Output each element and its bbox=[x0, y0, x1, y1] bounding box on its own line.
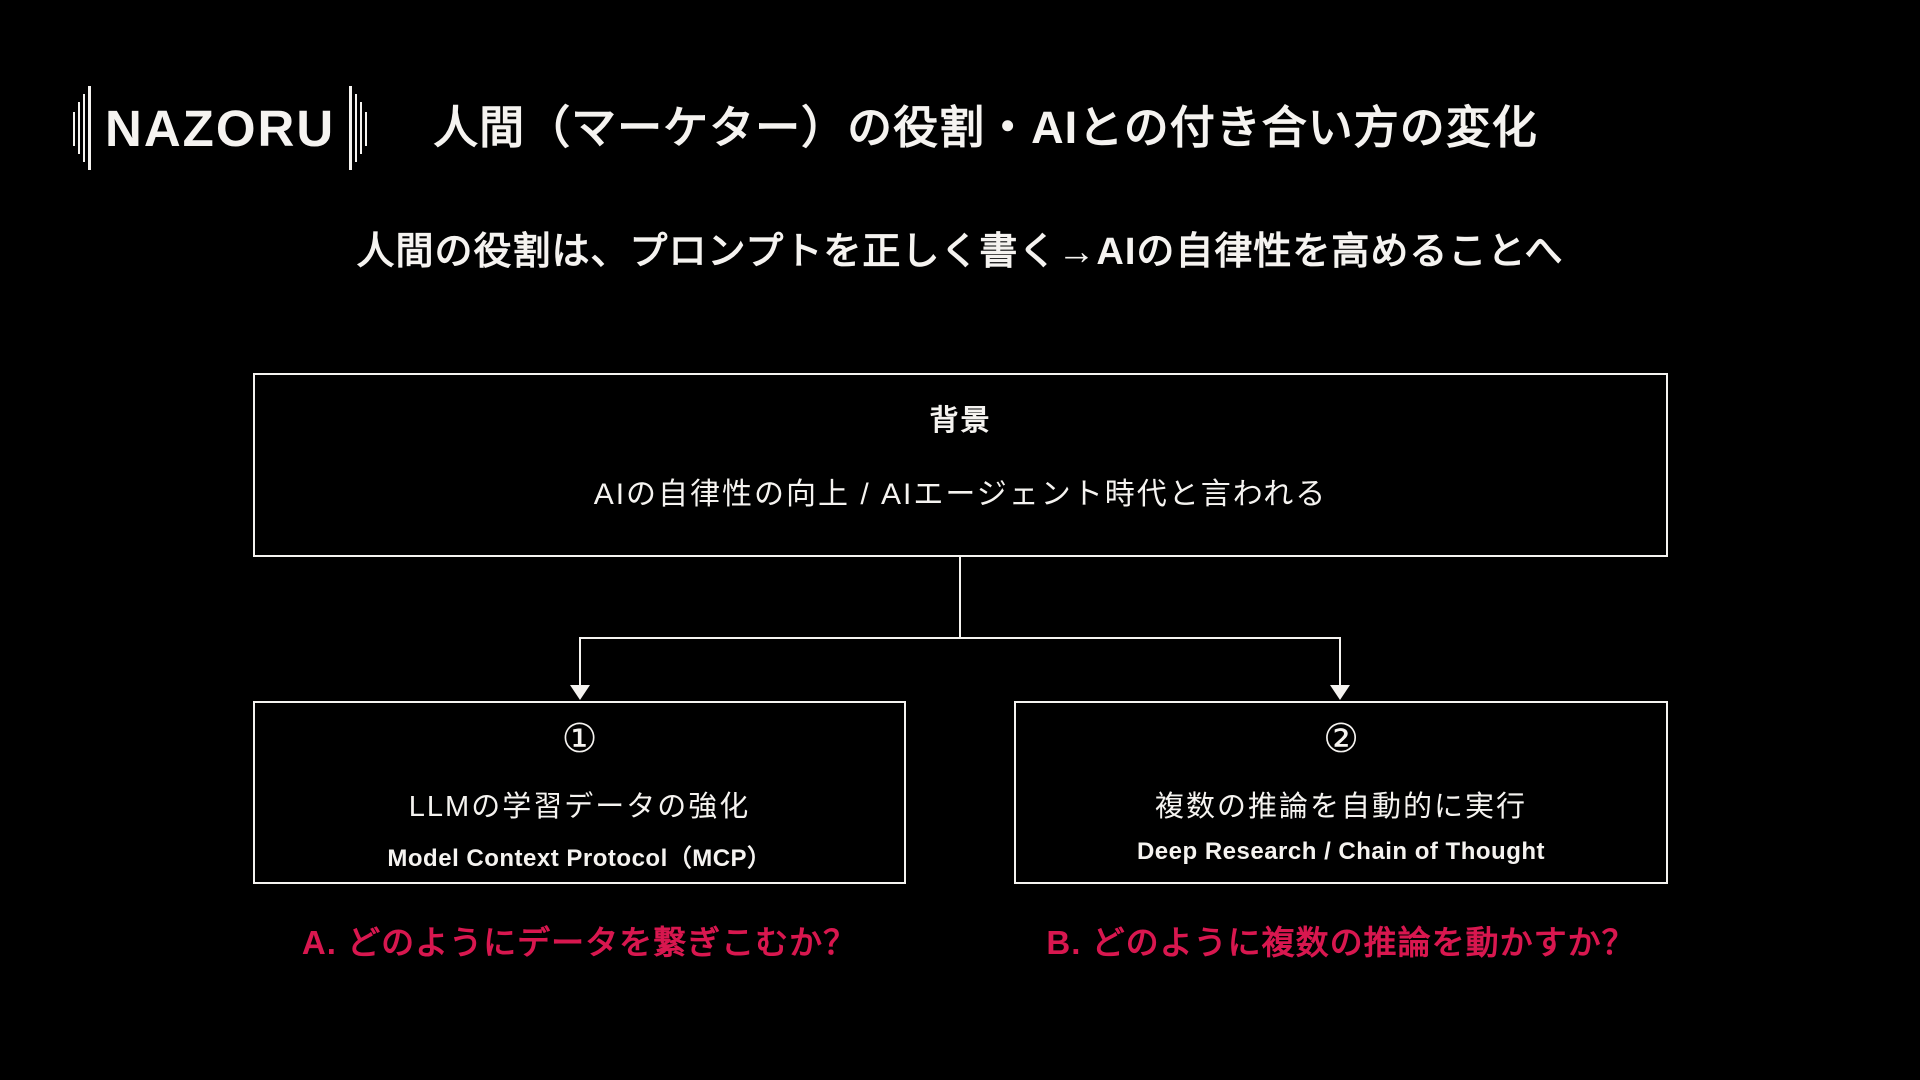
branch-box-2: ② 複数の推論を自動的に実行 Deep Research / Chain of … bbox=[1014, 701, 1668, 884]
background-box-body: AIの自律性の向上 / AIエージェント時代と言われる bbox=[593, 478, 1328, 511]
connector-drop-right-line bbox=[1339, 637, 1341, 688]
question-a-label: A. どのようにデータを繋ぎこむか？ bbox=[301, 924, 858, 961]
question-b-label: B. どのように複数の推論を動かすか？ bbox=[1046, 924, 1636, 961]
branch-1-subtitle: Model Context Protocol（MCP） bbox=[387, 845, 772, 872]
page-title: 人間（マーケター）の役割・AIとの付き合い方の変化 bbox=[433, 102, 1538, 153]
branch-1-title: LLMの学習データの強化 bbox=[408, 791, 751, 823]
background-box-heading: 背景 bbox=[929, 405, 992, 437]
connector-crossbar-line bbox=[579, 637, 1341, 639]
logo-bars-right-icon bbox=[349, 86, 368, 170]
header: NAZORU 人間（マーケター）の役割・AIとの付き合い方の変化 bbox=[73, 86, 1538, 170]
background-box: 背景 AIの自律性の向上 / AIエージェント時代と言われる bbox=[253, 373, 1668, 557]
connector-stem-line bbox=[959, 557, 961, 637]
nazoru-logo: NAZORU bbox=[73, 86, 368, 170]
branch-1-number-badge: ① bbox=[561, 717, 598, 761]
connector-drop-left-line bbox=[579, 637, 581, 688]
branch-2-title: 複数の推論を自動的に実行 bbox=[1154, 791, 1527, 823]
branch-box-1: ① LLMの学習データの強化 Model Context Protocol（MC… bbox=[253, 701, 906, 884]
slide-subtitle: 人間の役割は、プロンプトを正しく書く→AIの自律性を高めることへ bbox=[356, 231, 1564, 273]
arrow-down-left-icon bbox=[570, 685, 590, 700]
branch-2-number-badge: ② bbox=[1323, 717, 1359, 761]
arrow-down-right-icon bbox=[1330, 685, 1350, 700]
logo-bars-left-icon bbox=[73, 86, 91, 170]
branch-2-subtitle: Deep Research / Chain of Thought bbox=[1136, 838, 1546, 865]
logo-text: NAZORU bbox=[105, 99, 336, 157]
